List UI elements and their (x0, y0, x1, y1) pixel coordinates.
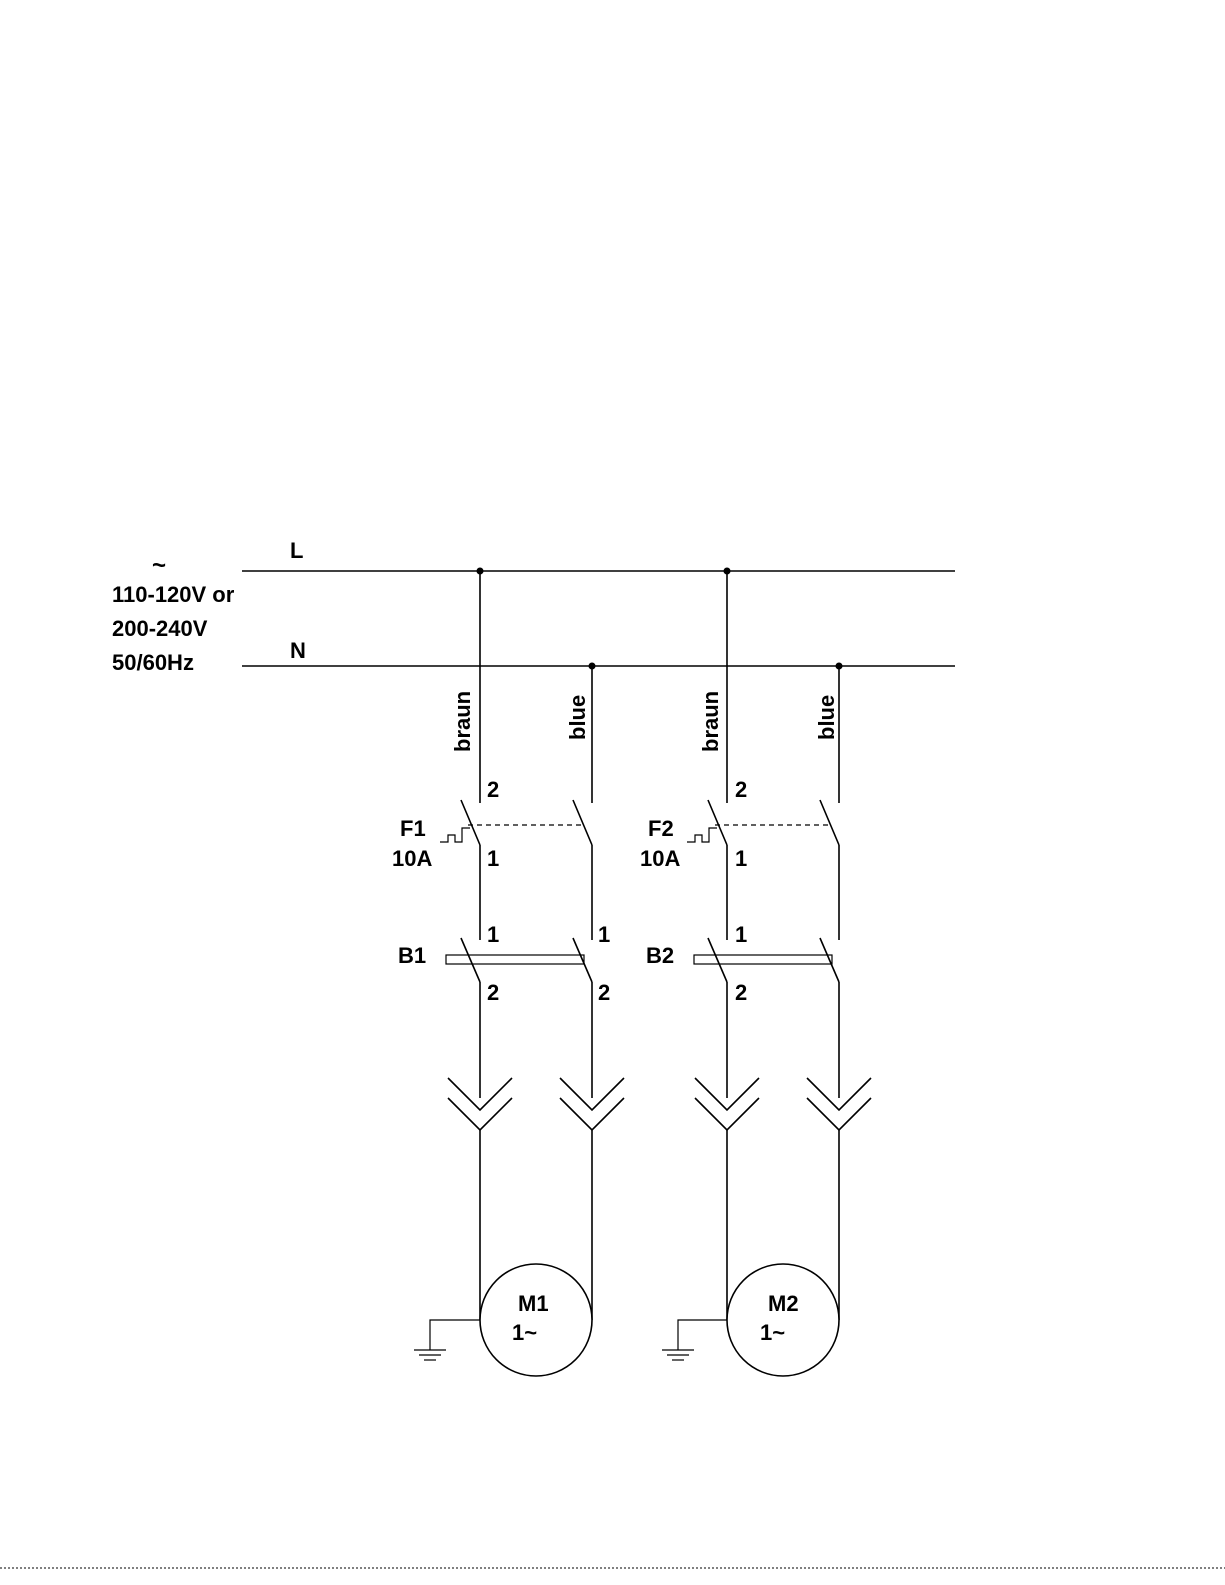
wire-label-blue: blue (565, 695, 590, 740)
breaker-terminal-bottom: 1 (735, 846, 747, 871)
breaker-contact (461, 800, 480, 845)
breaker-contact (708, 800, 727, 845)
line-label: L (290, 538, 303, 563)
ground-lead (678, 1320, 727, 1350)
switch-terminal-bottom: 2 (598, 980, 610, 1005)
breaker-terminal-top: 2 (735, 777, 747, 802)
switch-name: B1 (398, 943, 426, 968)
breaker-contact (573, 800, 592, 845)
breaker-terminal-bottom: 1 (487, 846, 499, 871)
breaker-rating: 10A (392, 846, 432, 871)
socket-connector-icon (448, 1098, 512, 1130)
switch-terminal-top: 1 (487, 922, 499, 947)
wire-label-brown: braun (450, 691, 475, 752)
motor-type: 1~ (512, 1320, 537, 1345)
switch-actuator-bar (694, 955, 832, 964)
motor-name: M1 (518, 1291, 549, 1316)
switch-contact (820, 938, 839, 982)
branch-1: braun blue 2 1 F1 10A 1 1 2 2 B1 (392, 568, 624, 1377)
switch-actuator-bar (446, 955, 584, 964)
switch-terminal-top: 1 (598, 922, 610, 947)
thermal-trip-icon (687, 828, 717, 842)
neutral-label: N (290, 638, 306, 663)
frequency-label: 50/60Hz (112, 650, 194, 675)
socket-connector-icon (560, 1098, 624, 1130)
switch-terminal-bottom: 2 (735, 980, 747, 1005)
ground-lead (430, 1320, 480, 1350)
wire-label-brown: braun (698, 691, 723, 752)
branch-2: braun blue 2 1 F2 10A 1 2 B2 M2 1~ (640, 568, 871, 1377)
socket-connector-icon (807, 1098, 871, 1130)
ac-symbol: ~ (152, 552, 166, 579)
switch-terminal-top: 1 (735, 922, 747, 947)
switch-name: B2 (646, 943, 674, 968)
motor-name: M2 (768, 1291, 799, 1316)
voltage-range-2: 200-240V (112, 616, 208, 641)
breaker-name: F1 (400, 816, 426, 841)
breaker-contact (820, 800, 839, 845)
ground-icon (662, 1350, 694, 1360)
voltage-range-1: 110-120V or (112, 582, 235, 607)
switch-contact (708, 938, 727, 982)
socket-connector-icon (695, 1098, 759, 1130)
breaker-rating: 10A (640, 846, 680, 871)
breaker-name: F2 (648, 816, 674, 841)
switch-terminal-bottom: 2 (487, 980, 499, 1005)
wire-label-blue: blue (814, 695, 839, 740)
switch-contact (461, 938, 480, 982)
motor-type: 1~ (760, 1320, 785, 1345)
ground-icon (414, 1350, 446, 1360)
thermal-trip-icon (440, 828, 470, 842)
breaker-terminal-top: 2 (487, 777, 499, 802)
switch-contact (573, 938, 592, 982)
